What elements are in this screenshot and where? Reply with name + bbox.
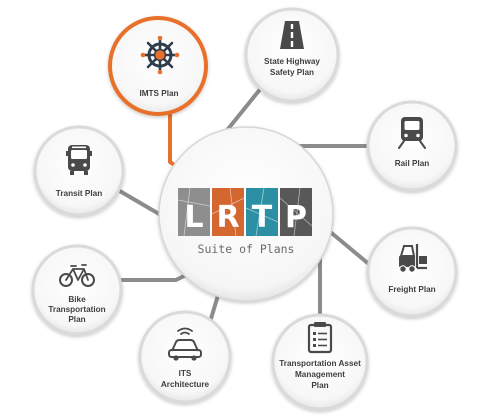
node-freight-plan: Freight Plan [366,226,458,318]
logo-letter-p: P [285,200,307,235]
road-icon [280,21,304,49]
node-label-bike-line-1: Bike [68,295,86,304]
node-label-asset-line-3: Plan [311,381,328,390]
forklift-icon [399,244,427,273]
logo-letter-box-t [246,188,278,236]
node-transportation-asset-management-plan: Transportation Asset Management Plan [271,313,369,411]
logo-map-lines [177,187,313,237]
node-label-asset-line-1: Transportation Asset [279,359,361,368]
train-icon [398,117,426,149]
center-subtitle: Suite of Plans [198,242,295,256]
connected-car-icon [168,327,202,361]
node-label-highway-line-2: Safety Plan [270,68,314,77]
node-label-its-line-2: Architecture [161,380,210,389]
node-label-freight-line-1: Freight Plan [388,285,435,294]
center-hub: L R T P Suite of Plans [158,126,334,302]
ships-wheel-icon [140,35,180,75]
logo-letter-l: L [184,200,203,235]
node-label-asset-line-2: Management [295,370,345,379]
node-label-its-line-1: ITS [179,369,192,378]
lrtp-logo: L R T P [177,187,313,237]
logo-letter-r: R [216,200,239,235]
node-transit-plan: Transit Plan [33,125,125,217]
clipboard-checklist-icon [307,322,333,354]
node-label-imts-line-1: IMTS Plan [139,89,178,98]
node-imts-plan: IMTS Plan [108,16,208,116]
node-label-transit-line-1: Transit Plan [56,189,102,198]
bus-icon [66,145,92,175]
node-label-bike-line-2: Transportation [48,305,105,314]
node-state-highway-safety-plan: State Highway Safety Plan [244,7,340,103]
logo-letter-t: T [252,200,273,235]
node-label-bike-line-3: Plan [68,315,85,324]
node-rail-plan: Rail Plan [366,100,458,192]
bicycle-icon [59,264,95,287]
node-its-architecture: ITS Architecture [138,310,232,404]
node-label-highway-line-1: State Highway [264,57,320,66]
logo-letter-box-r [212,188,244,236]
node-label-rail-line-1: Rail Plan [395,159,430,168]
logo-letter-box-l [178,188,210,236]
node-bike-transportation-plan: Bike Transportation Plan [31,244,123,336]
